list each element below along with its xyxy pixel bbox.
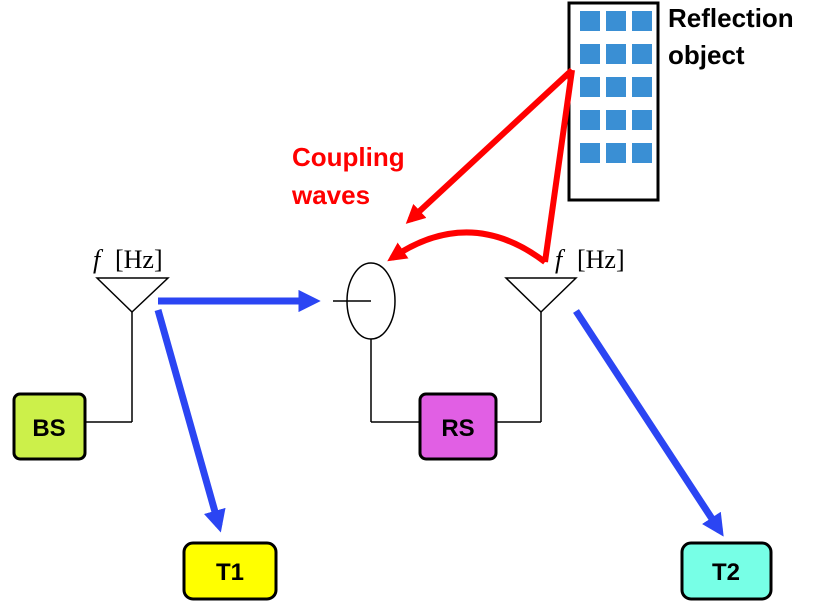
receiver-element bbox=[333, 262, 420, 423]
reflection-label-line2: object bbox=[668, 40, 745, 70]
bs-frequency-unit: [Hz] bbox=[115, 245, 163, 274]
building-window bbox=[580, 77, 600, 97]
building-window bbox=[606, 44, 626, 64]
bs-frequency-symbol: f bbox=[93, 245, 104, 274]
building-windows bbox=[580, 11, 652, 163]
coupling-arrow-reflected-in bbox=[405, 67, 575, 224]
rs-antenna bbox=[496, 277, 578, 423]
coupling-label-line2: waves bbox=[291, 180, 370, 210]
rs-node: RS bbox=[418, 392, 498, 461]
t1-node: T1 bbox=[182, 541, 278, 601]
building-window bbox=[606, 110, 626, 130]
building-window bbox=[580, 11, 600, 31]
coupling-label-line1: Coupling bbox=[292, 142, 405, 172]
bs-node: BS bbox=[12, 392, 87, 461]
building-window bbox=[606, 11, 626, 31]
signal-arrow-bs-to-t1 bbox=[154, 309, 226, 533]
building-window bbox=[632, 110, 652, 130]
rs-frequency-unit: [Hz] bbox=[577, 245, 625, 274]
t2-node: T2 bbox=[680, 541, 773, 601]
bs-label: BS bbox=[32, 415, 65, 442]
signal-arrow-rs-to-t2 bbox=[573, 309, 724, 537]
t2-label: T2 bbox=[712, 559, 740, 586]
building-window bbox=[632, 44, 652, 64]
coupling-arrow-direct bbox=[387, 229, 547, 265]
building-window bbox=[580, 143, 600, 163]
building-window bbox=[632, 11, 652, 31]
building-window bbox=[632, 77, 652, 97]
building-window bbox=[580, 110, 600, 130]
t1-label: T1 bbox=[216, 559, 244, 586]
rs-frequency-symbol: f bbox=[555, 245, 566, 274]
reflection-object-building bbox=[567, 1, 660, 202]
reflection-label-line1: Reflection bbox=[668, 3, 794, 33]
coupling-path-antenna-to-object bbox=[542, 69, 575, 263]
building-window bbox=[580, 44, 600, 64]
rs-label: RS bbox=[441, 415, 474, 442]
building-window bbox=[632, 143, 652, 163]
building-window bbox=[606, 143, 626, 163]
building-window bbox=[606, 77, 626, 97]
bs-antenna bbox=[86, 277, 170, 423]
